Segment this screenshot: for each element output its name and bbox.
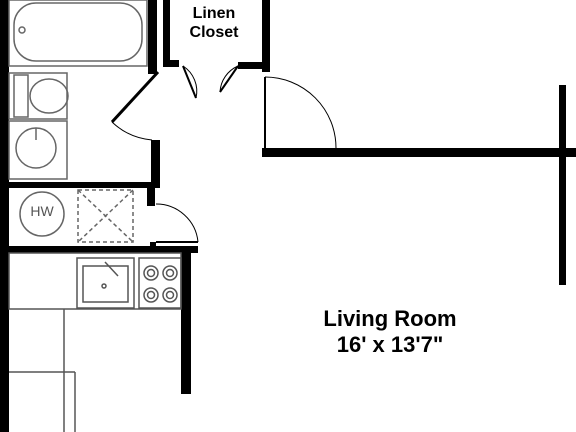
utility-door [155,203,199,243]
doors [110,65,337,243]
kitchen-fixtures [8,252,182,432]
washer-dryer [77,189,134,243]
bathroom-fixtures [8,0,148,180]
closet-right-wall [262,0,270,72]
bath-right-wall-upper [148,0,157,74]
bath-right-wall-lower [151,140,160,188]
living-room-label: Living Room 16' x 13'7" [285,306,495,359]
closet-left-wall [163,0,170,64]
water-heater [19,191,65,237]
living-partition-wall [262,148,576,157]
stove [138,257,182,309]
kitchen-right-wall [181,246,191,394]
bathroom-door [110,70,160,141]
living-room-dimensions: 16' x 13'7" [336,332,444,358]
entry-door [264,76,337,149]
linen-closet-line1: Linen [192,5,236,22]
water-heater-label: HW [30,203,54,219]
bath-bottom-wall [9,182,160,188]
bathtub [8,0,148,67]
living-room-name: Living Room [323,306,457,331]
kitchen-top-wall [9,246,198,253]
utility-right-wall-upper [147,182,155,206]
closet-front-right-stub [238,62,270,69]
toilet [8,72,69,120]
right-window-wall [559,85,566,285]
kitchen-sink [76,257,135,309]
bathroom-sink [8,120,68,180]
closet-door [182,65,239,99]
utility-fixtures [19,189,134,243]
left-exterior-wall [0,0,9,432]
closet-front-left-stub [163,60,179,67]
linen-closet-label: Linen Closet [166,4,262,42]
linen-closet-line2: Closet [189,24,239,42]
